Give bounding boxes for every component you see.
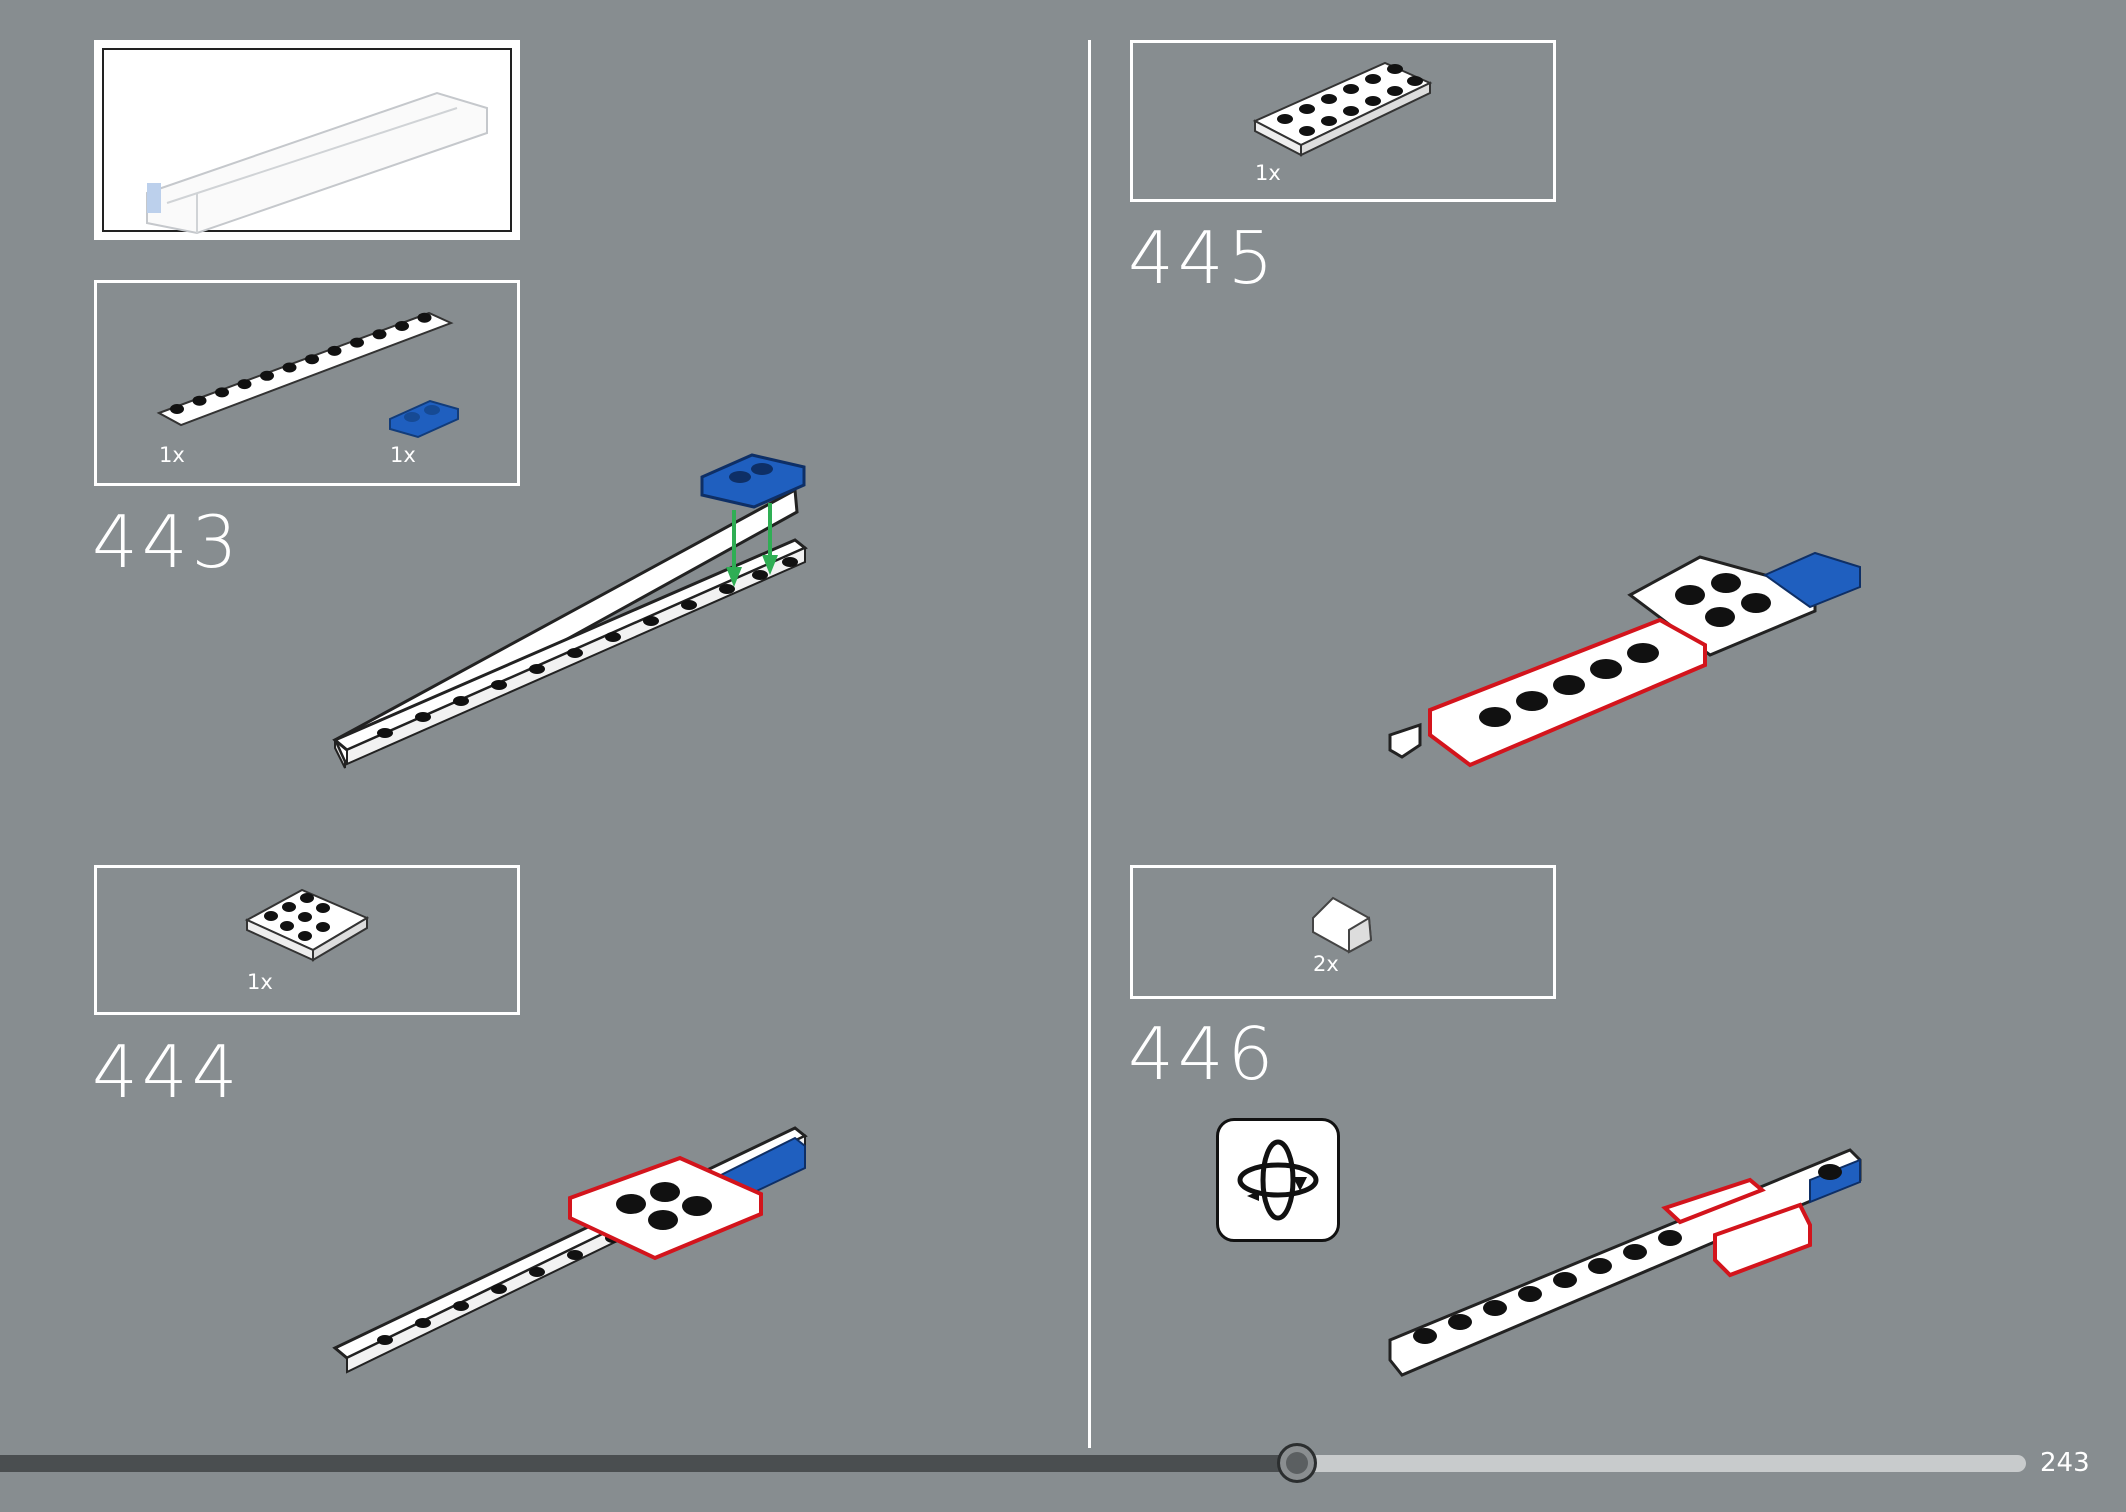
part-qty-445-1: 1x [1255, 161, 1281, 185]
stud [192, 395, 207, 406]
stud [372, 329, 387, 340]
step-444-assembly-image [332, 1126, 808, 1374]
step-446-assembly-image [1388, 1148, 1862, 1377]
stud [350, 337, 364, 348]
parts-callout-445: 1x [1130, 40, 1556, 202]
step-number-443: 443 [92, 500, 242, 584]
part-white-plate-2x6-image [1252, 61, 1433, 157]
submodel-overview-frame [94, 40, 520, 240]
rotate-model-icon [1216, 1118, 1340, 1242]
parts-callout-444: 1x [94, 865, 520, 1015]
parts-callout-443: 1x 1x [94, 280, 520, 486]
stud [170, 404, 184, 414]
part-white-plate-1x12-image [156, 311, 454, 427]
stud [237, 379, 252, 390]
page-divider [1088, 40, 1091, 1448]
submodel-overview-image [146, 91, 488, 235]
parts-callout-446: 2x [1130, 865, 1556, 999]
part-qty-444-1: 1x [247, 970, 273, 994]
part-qty-443-1: 1x [159, 443, 185, 467]
progress-slider-handle[interactable] [1277, 1443, 1317, 1483]
stud [417, 312, 432, 323]
step-443-blue-plate-with-arrows [700, 453, 806, 587]
part-blue-plate-1x2-image [389, 399, 459, 439]
page-number: 243 [2040, 1448, 2090, 1478]
step-number-444: 444 [92, 1030, 242, 1114]
step-445-assembly-image [1388, 551, 1861, 768]
part-white-plate-3x3-image [244, 888, 370, 962]
stud [395, 321, 409, 331]
part-qty-443-2: 1x [390, 443, 416, 467]
step-443-plate-1x12 [332, 538, 808, 766]
stud [215, 387, 229, 398]
stud [327, 345, 342, 356]
step-number-445: 445 [1128, 216, 1278, 300]
stud [260, 370, 274, 381]
part-qty-446-1: 2x [1313, 952, 1339, 976]
step-number-446: 446 [1128, 1012, 1278, 1096]
part-white-slope-tile-image [1312, 896, 1373, 954]
stud [305, 354, 319, 365]
progress-fill [0, 1455, 1297, 1472]
stud [282, 362, 297, 373]
